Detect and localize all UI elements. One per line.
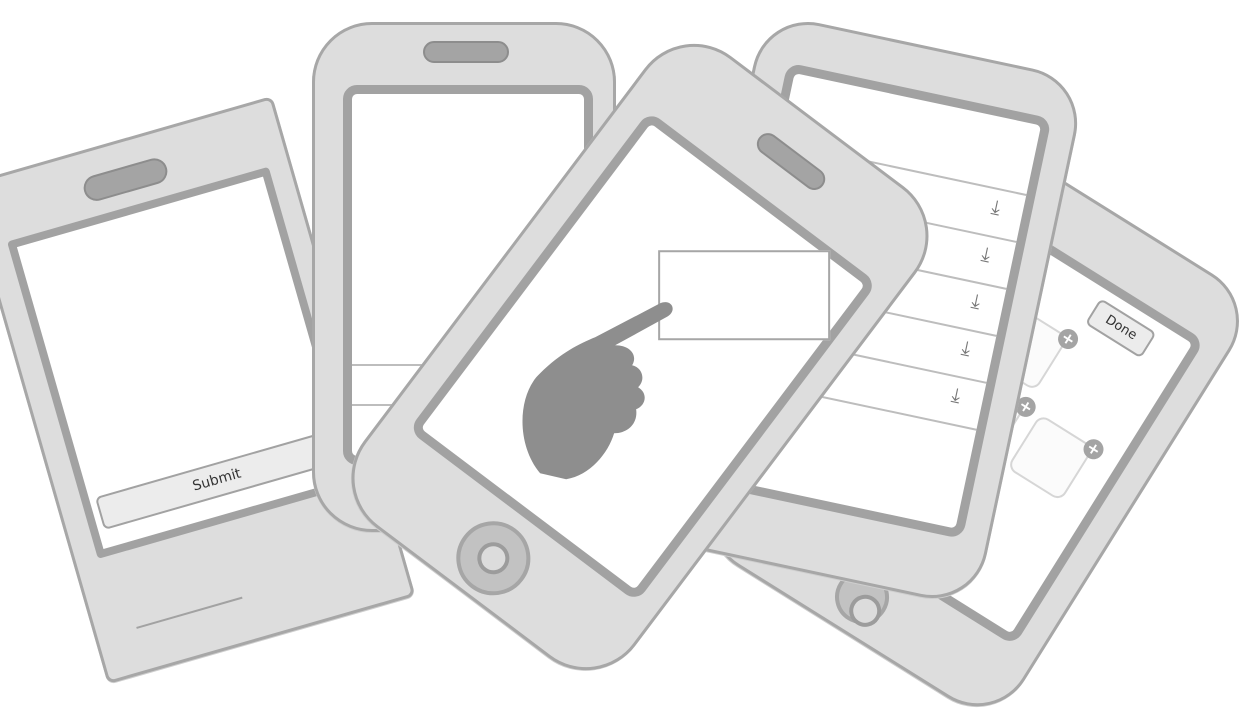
download-icon[interactable]: ⤓ bbox=[968, 240, 1003, 272]
phone-left-speaker bbox=[81, 155, 171, 204]
download-icon[interactable]: ⤓ bbox=[948, 334, 983, 366]
grid-tile[interactable] bbox=[1006, 414, 1094, 502]
phone-back-speaker bbox=[423, 41, 509, 63]
speech-bubble bbox=[658, 250, 830, 340]
download-icon[interactable]: ⤓ bbox=[978, 193, 1013, 225]
done-button[interactable]: Done bbox=[1085, 298, 1157, 358]
phone-left-bottom-line bbox=[136, 597, 242, 629]
pointing-hand-icon bbox=[510, 293, 680, 483]
submit-button[interactable]: Submit bbox=[95, 430, 339, 530]
download-icon[interactable]: ⤓ bbox=[958, 287, 993, 319]
sketch-scene: Submit Done + + + + + + bbox=[0, 0, 1244, 708]
phone-left-screen: Submit bbox=[7, 167, 359, 559]
download-icon[interactable]: ⤓ bbox=[938, 381, 973, 413]
phone-front-speaker bbox=[752, 129, 829, 195]
